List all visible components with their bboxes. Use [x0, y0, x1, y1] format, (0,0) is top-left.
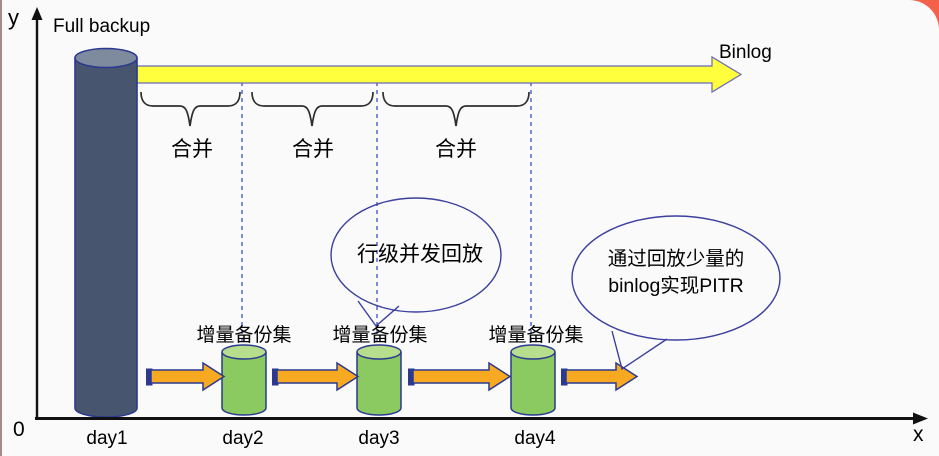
flow-arrow-3-tail [408, 368, 415, 386]
day1-label: day1 [86, 428, 128, 449]
speech-bubbles [330, 197, 781, 371]
y-axis-arrowhead [31, 7, 43, 20]
flow-arrow-3 [412, 361, 512, 392]
x-axis-label: x [913, 423, 924, 446]
full-backup-cylinder-top [74, 47, 138, 69]
flow-arrow-1 [150, 361, 226, 392]
flow-arrow-4 [565, 361, 639, 392]
pitr-bubble-text: 通过回放少量的 binlog实现PITR [608, 246, 745, 301]
binlog-label: Binlog [719, 42, 772, 63]
pitr-bubble-line-1: 通过回放少量的 [607, 248, 745, 270]
flow-arrow-1-tail [146, 368, 153, 386]
merge-brace-1 [140, 91, 241, 127]
incremental-cylinder-day3-top [356, 344, 402, 360]
replay-bubble-text: 行级并发回放 [357, 243, 483, 266]
flow-arrow-2 [276, 361, 360, 392]
merge-braces [140, 91, 530, 127]
day3-label: day3 [358, 428, 400, 449]
replay-bubble [330, 197, 502, 313]
incremental-cylinders [221, 344, 556, 416]
pitr-bubble-line-2: binlog实现PITR [608, 275, 744, 298]
binlog-arrow [136, 55, 743, 94]
full-backup-cylinder [74, 47, 138, 418]
left-edge-strip [0, 0, 2, 456]
axes [31, 7, 928, 425]
incremental-backup-label-1: 增量备份集 [196, 325, 292, 346]
day4-label: day4 [514, 428, 556, 449]
x-axis-arrowhead [913, 412, 928, 425]
incremental-backup-label-3: 增量备份集 [488, 325, 584, 346]
incremental-backup-label-2: 增量备份集 [332, 325, 428, 346]
flow-arrow-2-tail [272, 368, 279, 386]
incremental-cylinder-day4-top [510, 344, 556, 360]
pitr-bubble [571, 215, 781, 341]
replay-bubble-tail [357, 300, 400, 328]
pitr-bubble-tail [611, 330, 668, 371]
flow-arrows [146, 361, 639, 392]
merge-brace-3 [382, 91, 530, 127]
merge-label-3: 合并 [435, 138, 477, 161]
day2-label: day2 [222, 428, 264, 449]
merge-label-2: 合并 [292, 138, 334, 161]
origin-label: 0 [13, 418, 25, 441]
y-axis-label: y [8, 5, 19, 30]
merge-label-1: 合并 [171, 138, 213, 161]
incremental-cylinder-day2-body [221, 352, 267, 416]
day-boundary-dashed-lines [241, 74, 532, 352]
incremental-cylinder-day2-top [221, 344, 267, 360]
flow-arrow-4-tail [561, 368, 568, 386]
incremental-cylinder-day3-body [356, 352, 402, 416]
merge-brace-2 [251, 91, 374, 127]
incremental-cylinder-day4-body [510, 352, 556, 416]
full-backup-label: Full backup [53, 16, 151, 37]
full-backup-cylinder-body [74, 58, 138, 418]
